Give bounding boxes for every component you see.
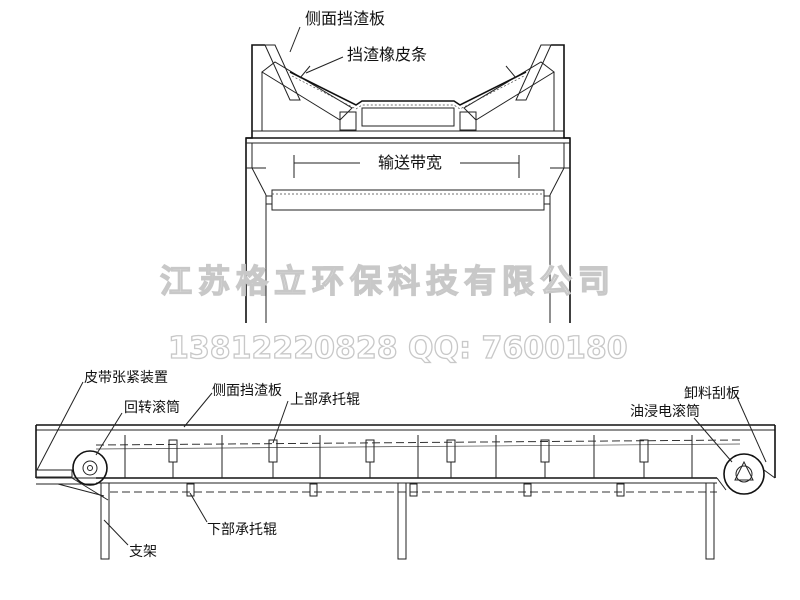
- left-rubber-strip: [299, 65, 311, 79]
- discharge-scraper-label: 卸料刮板: [684, 386, 740, 402]
- upper-carrier-idler: [168, 439, 178, 463]
- right-idler-bracket: [459, 111, 477, 131]
- return-drum: [35, 450, 109, 501]
- skirt-board-leader-side: [183, 392, 213, 428]
- return-roller: [271, 189, 545, 211]
- lower-carrier-idler: [523, 483, 532, 497]
- bracket-label: 支架: [129, 544, 157, 560]
- lower-idlers: [186, 483, 625, 497]
- bracket-leg: [100, 482, 110, 560]
- scraper-leader: [735, 394, 767, 463]
- lower-carrier-idler: [309, 483, 318, 497]
- upper-carrier-idler: [540, 439, 550, 463]
- return-drum-leader: [95, 412, 123, 456]
- watermark-company: 江苏格立环保科技有限公司: [160, 262, 616, 300]
- right-wing-idler: [463, 61, 555, 121]
- bracket-leader: [103, 519, 129, 546]
- oil-immersed-motor-drum: [716, 453, 776, 495]
- skirt-rubber-strip-label: 挡渣橡皮条: [347, 45, 427, 64]
- trough-belt-texture: [291, 75, 525, 110]
- right-rubber-strip: [505, 65, 517, 79]
- side-skirt-board-label-side: 侧面挡渣板: [212, 383, 282, 399]
- oil-immersed-motor-drum-label: 油浸电滚筒: [630, 403, 700, 420]
- belt-width-label: 输送带宽: [378, 153, 442, 172]
- side-skirt-board-label: 侧面挡渣板: [305, 9, 385, 28]
- left-brace: [251, 143, 267, 196]
- upper-carrier-idler-label: 上部承托辊: [290, 392, 360, 408]
- rubber-strip-leader: [305, 56, 344, 74]
- return-roller-shaft-right: [543, 195, 551, 205]
- upper-idlers: [124, 435, 693, 478]
- lower-carrier-idler: [616, 483, 625, 497]
- return-drum-label: 回转滚筒: [124, 399, 180, 416]
- left-skirt-board: [264, 44, 301, 101]
- bracket-leg: [397, 482, 407, 560]
- left-wing-idler: [261, 61, 353, 121]
- lower-idler-leader: [189, 492, 208, 523]
- belt-tensioner-label: 皮带张紧装置: [84, 370, 168, 386]
- lower-carrier-idler: [409, 483, 418, 497]
- watermark-contact: 13812220828 QQ: 7600180: [168, 331, 628, 366]
- center-idler: [361, 107, 455, 127]
- trough-belt: [289, 71, 527, 106]
- bracket-leg: [705, 482, 715, 560]
- watermark: 江苏格立环保科技有限公司 13812220828 QQ: 7600180: [159, 261, 628, 366]
- lower-carrier-idler: [186, 483, 195, 497]
- upper-idler-leader: [272, 400, 289, 444]
- upper-carrier-idler: [639, 439, 649, 463]
- cross-section-view: 输送带宽 侧面挡渣板 挡渣橡皮条: [245, 9, 571, 323]
- tensioner-leader: [36, 381, 84, 471]
- lower-carrier-idler-label: 下部承托辊: [207, 522, 277, 538]
- side-view: 皮带张紧装置 回转滚筒 侧面挡渣板 上部承托辊 下部承托辊 支架 卸料刮板 油浸…: [35, 370, 776, 560]
- right-brace: [549, 143, 565, 196]
- right-skirt-board: [515, 44, 552, 101]
- motor-drum-leader: [693, 417, 733, 463]
- left-idler-bracket: [339, 111, 357, 131]
- support-legs: [100, 482, 715, 560]
- upper-carrier-idler: [446, 439, 456, 463]
- return-roller-shaft-left: [265, 195, 273, 205]
- belt-tensioner-rod: [35, 469, 73, 478]
- skirt-board-leader: [289, 26, 301, 53]
